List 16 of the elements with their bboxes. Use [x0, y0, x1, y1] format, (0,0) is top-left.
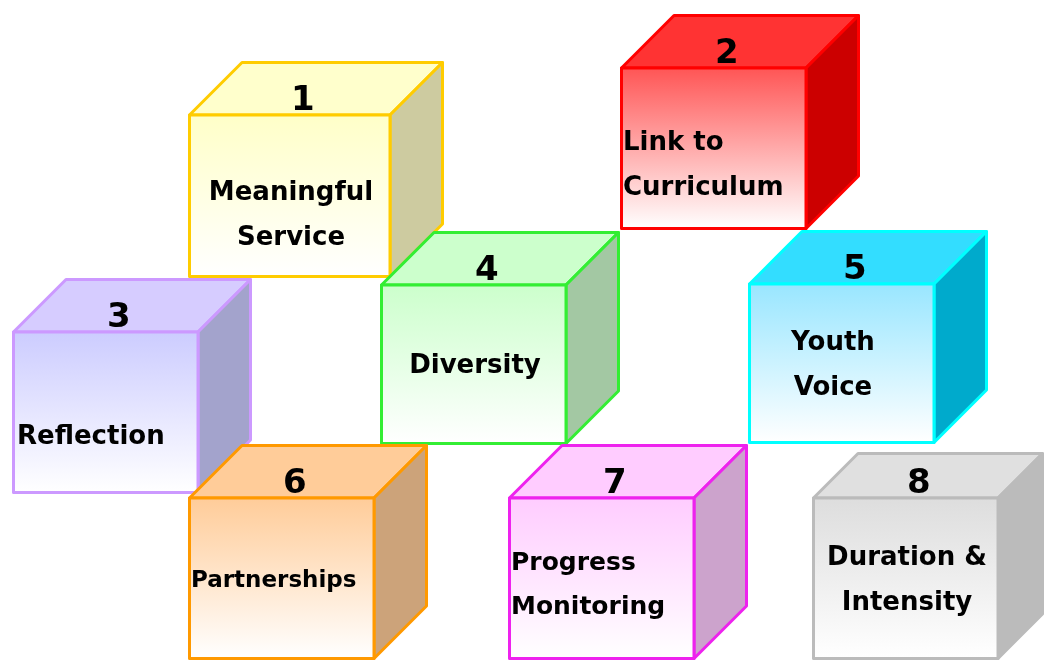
cube-number: 4: [475, 251, 499, 285]
cube-label: Progress Monitoring: [511, 546, 667, 622]
cube-number: 5: [843, 250, 867, 284]
cube-label: Link to Curriculum: [623, 124, 785, 203]
cube-number: 1: [291, 81, 315, 115]
cube-number: 7: [603, 464, 627, 498]
cube-label: Youth Voice: [790, 324, 876, 403]
cube-number: 6: [283, 464, 307, 498]
cube-label: Reflection: [17, 418, 165, 452]
cube-label: Meaningful Service: [207, 174, 375, 253]
cube-label: Partnerships: [191, 564, 357, 594]
cube-label: Duration & Intensity: [826, 539, 988, 618]
cube-number: 2: [715, 34, 739, 68]
cube-number: 3: [107, 298, 131, 332]
cube-number: 8: [907, 464, 931, 498]
cube-label: Diversity: [409, 348, 541, 382]
